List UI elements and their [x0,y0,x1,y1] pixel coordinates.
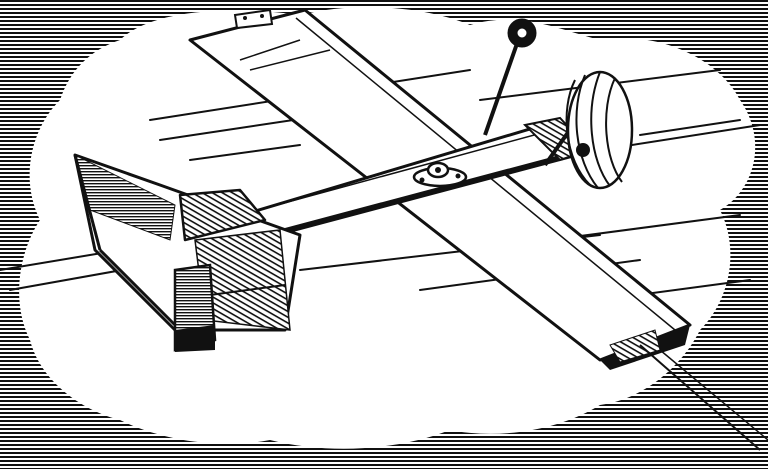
propeller [565,70,634,190]
bellcrank-mount [412,161,468,188]
wing-tip-tab [233,8,274,30]
vertical-fin [173,188,267,352]
horizontal-stabilizer [73,153,302,332]
control-line [639,344,768,451]
